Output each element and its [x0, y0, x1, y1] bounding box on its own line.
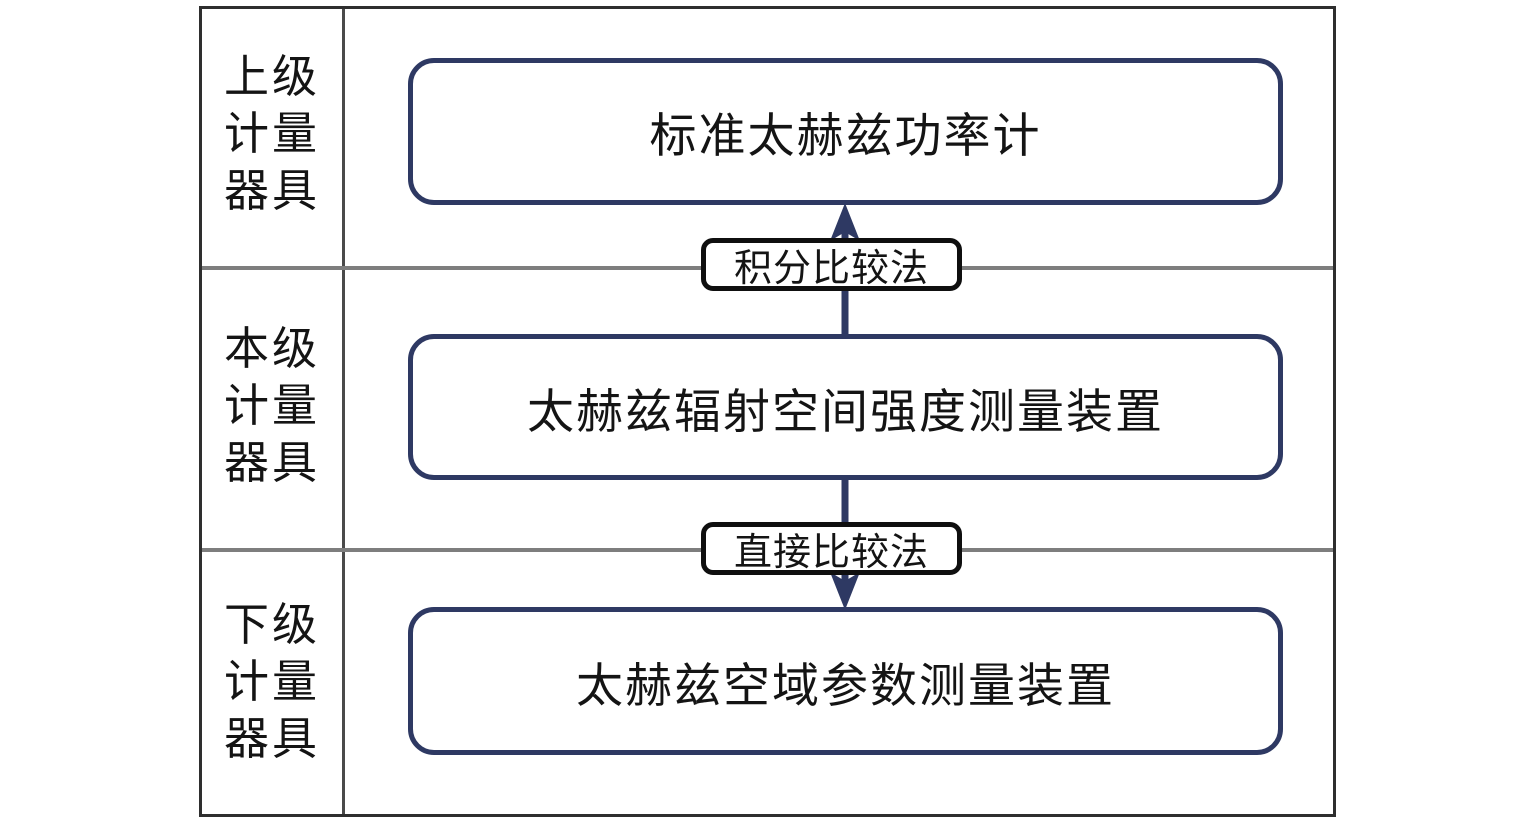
row-label-line: 本级: [223, 322, 320, 375]
row-label-line: 计量: [223, 655, 320, 708]
node-standard-terahertz-power-meter: 标准太赫兹功率计: [408, 58, 1283, 205]
badge-label: 积分比较法: [733, 246, 929, 290]
node-label: 太赫兹辐射空间强度测量装置: [527, 384, 1164, 440]
row-label-line: 器具: [223, 164, 320, 217]
row-label-line: 计量: [223, 107, 320, 160]
row-label-line: 上级: [223, 50, 320, 103]
row-label-line: 器具: [223, 712, 320, 765]
node-terahertz-radiation-spatial-intensity-device: 太赫兹辐射空间强度测量装置: [408, 334, 1283, 480]
row-label-line: 器具: [223, 436, 320, 489]
row-label-line: 下级: [223, 598, 320, 651]
column-divider: [342, 9, 345, 814]
method-badge-integral-comparison: 积分比较法: [701, 238, 962, 291]
row-label-current-level-instruments: 本级 计量 器具: [202, 320, 342, 491]
badge-label: 直接比较法: [733, 530, 929, 574]
method-badge-direct-comparison: 直接比较法: [701, 522, 962, 575]
node-label: 太赫兹空域参数测量装置: [576, 658, 1115, 714]
node-terahertz-spatial-domain-parameter-device: 太赫兹空域参数测量装置: [408, 607, 1283, 755]
row-label-upper-level-instruments: 上级 计量 器具: [202, 48, 342, 219]
row-label-lower-level-instruments: 下级 计量 器具: [202, 596, 342, 767]
node-label: 标准太赫兹功率计: [649, 109, 1042, 164]
row-label-line: 计量: [223, 379, 320, 432]
